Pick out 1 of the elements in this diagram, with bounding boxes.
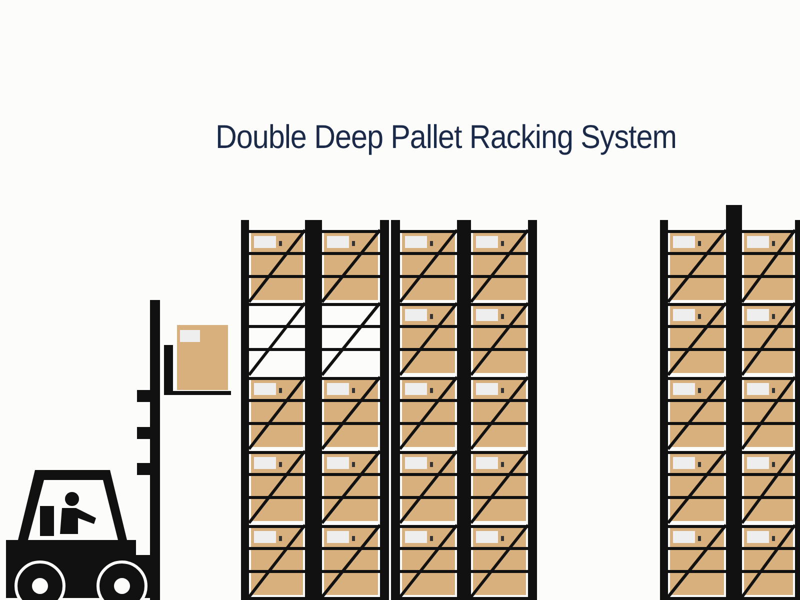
diagram-title: Double Deep Pallet Racking System bbox=[216, 118, 674, 156]
